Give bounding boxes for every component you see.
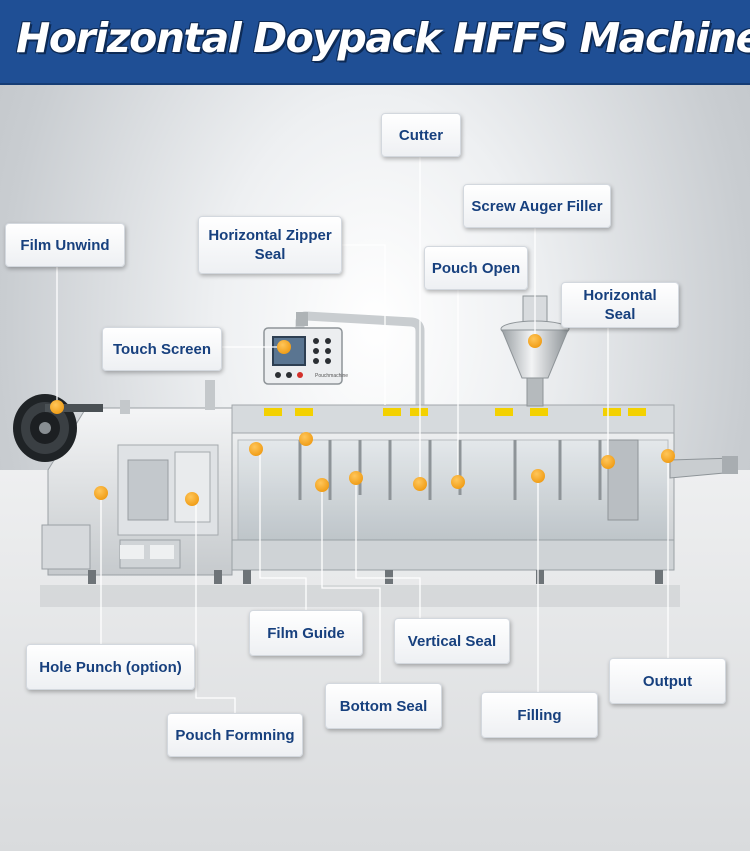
leader-vertical-seal — [355, 478, 421, 618]
auger-filler — [500, 295, 570, 407]
marker-pouch-forming — [185, 492, 199, 506]
label-horizontal-seal: Horizontal Seal — [561, 282, 679, 328]
warning-tags — [264, 408, 646, 416]
label-pouch-open: Pouch Open — [424, 246, 528, 290]
marker-hole-punch — [94, 486, 108, 500]
touch-screen-panel: Pouchmachine — [263, 327, 348, 385]
label-filling: Filling — [481, 692, 598, 738]
label-horizontal-zipper-seal: Horizontal Zipper Seal — [198, 216, 342, 274]
marker-horizontal-seal — [601, 455, 615, 469]
station-columns — [298, 440, 602, 500]
label-cutter: Cutter — [381, 113, 461, 157]
machine-illustration: Pouchmachine — [13, 295, 738, 607]
callout-markers — [50, 334, 675, 506]
marker-film-guide — [249, 442, 263, 456]
title-banner: Horizontal Doypack HFFS Machine — [0, 0, 750, 85]
marker-filling — [531, 469, 545, 483]
marker-output — [661, 449, 675, 463]
machine-feet — [88, 570, 663, 584]
guard-window — [237, 439, 669, 541]
marker-bottom-seal — [315, 478, 329, 492]
marker-horizontal-zipper-seal — [299, 432, 313, 446]
label-film-unwind: Film Unwind — [5, 223, 125, 267]
label-pouch-forming: Pouch Formning — [167, 713, 303, 757]
marker-touch-screen — [277, 340, 291, 354]
label-bottom-seal: Bottom Seal — [325, 683, 442, 729]
leader-lines — [56, 157, 669, 713]
label-hole-punch: Hole Punch (option) — [26, 644, 195, 690]
marker-cutter — [413, 477, 427, 491]
label-film-guide: Film Guide — [249, 610, 363, 656]
page-title: Horizontal Doypack HFFS Machine — [16, 14, 750, 62]
marker-film-unwind — [50, 400, 64, 414]
floor-reflection — [40, 585, 680, 607]
marker-screw-auger-filler — [528, 334, 542, 348]
leader-horizontal-zipper-seal — [342, 244, 386, 405]
machine-brand: Pouchmachine — [315, 373, 348, 379]
label-screw-auger-filler: Screw Auger Filler — [463, 184, 611, 228]
label-output: Output — [609, 658, 726, 704]
marker-vertical-seal — [349, 471, 363, 485]
leader-bottom-seal — [321, 485, 381, 683]
marker-pouch-open — [451, 475, 465, 489]
label-touch-screen: Touch Screen — [102, 327, 222, 371]
label-vertical-seal: Vertical Seal — [394, 618, 510, 664]
